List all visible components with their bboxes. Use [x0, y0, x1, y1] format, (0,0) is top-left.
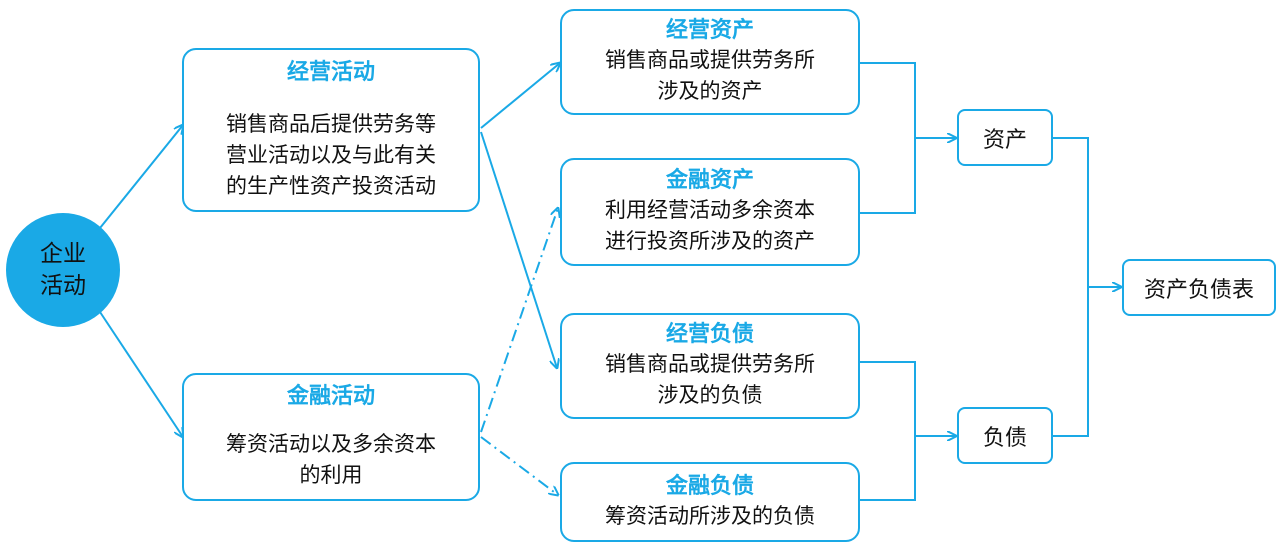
arrow-operating-to-op-liab: [480, 131, 557, 368]
operating-liability-line-2: 涉及的负债: [657, 383, 763, 407]
operating-asset-line-2: 涉及的资产: [657, 79, 763, 103]
arrow-root-to-financing: [99, 311, 183, 437]
assets-label: 资产: [982, 127, 1027, 153]
balance-sheet-label: 资产负债表: [1143, 277, 1254, 303]
liabilities-box: 负债: [957, 407, 1053, 464]
operating-asset-box: 经营资产 销售商品或提供劳务所 涉及的资产: [560, 9, 860, 115]
arrow-root-to-operating: [99, 125, 183, 229]
liabilities-label: 负债: [982, 425, 1027, 451]
operating-liability-title: 经营负债: [665, 322, 754, 347]
financing-activity-title: 金融活动: [286, 384, 375, 409]
financing-activity-line-1: 筹资活动以及多余资本: [226, 432, 436, 456]
bracket-assets: [860, 62, 916, 214]
operating-liability-line-1: 销售商品或提供劳务所: [605, 352, 815, 376]
operating-asset-title: 经营资产: [665, 18, 754, 43]
enterprise-activity-node: 企业 活动: [6, 213, 120, 327]
arrow-operating-to-op-asset: [480, 63, 560, 129]
operating-asset-line-1: 销售商品或提供劳务所: [605, 48, 815, 72]
financial-asset-box: 金融资产 利用经营活动多余资本 进行投资所涉及的资产: [560, 158, 860, 266]
operating-activity-line-2: 营业活动以及与此有关: [226, 142, 436, 167]
financial-asset-line-1: 利用经营活动多余资本: [605, 198, 815, 222]
root-line-2: 活动: [40, 273, 86, 299]
operating-liability-box: 经营负债 销售商品或提供劳务所 涉及的负债: [560, 313, 860, 419]
balance-sheet-box: 资产负债表: [1122, 259, 1276, 316]
operating-activity-box: 经营活动 销售商品后提供劳务等 营业活动以及与此有关 的生产性资产投资活动: [182, 48, 480, 212]
financial-liability-line-1: 筹资活动所涉及的负债: [605, 503, 815, 528]
financial-liability-box: 金融负债 筹资活动所涉及的负债: [560, 462, 860, 542]
financing-activity-box: 金融活动 筹资活动以及多余资本 的利用: [182, 373, 480, 501]
operating-activity-line-1: 销售商品后提供劳务等: [226, 111, 436, 136]
operating-activity-line-3: 的生产性资产投资活动: [226, 173, 436, 198]
financial-asset-line-2: 进行投资所涉及的资产: [605, 229, 815, 253]
arrow-financing-to-fin-asset: [480, 208, 558, 433]
assets-box: 资产: [957, 109, 1053, 166]
financial-asset-title: 金融资产: [665, 168, 754, 193]
bracket-liabilities: [860, 361, 916, 501]
operating-activity-title: 经营活动: [286, 59, 375, 85]
financial-liability-title: 金融负债: [665, 473, 754, 499]
arrow-financing-to-fin-liab: [480, 436, 558, 495]
root-line-1: 企业: [40, 241, 86, 267]
financing-activity-line-2: 的利用: [299, 463, 363, 487]
bracket-totals: [1053, 137, 1089, 437]
